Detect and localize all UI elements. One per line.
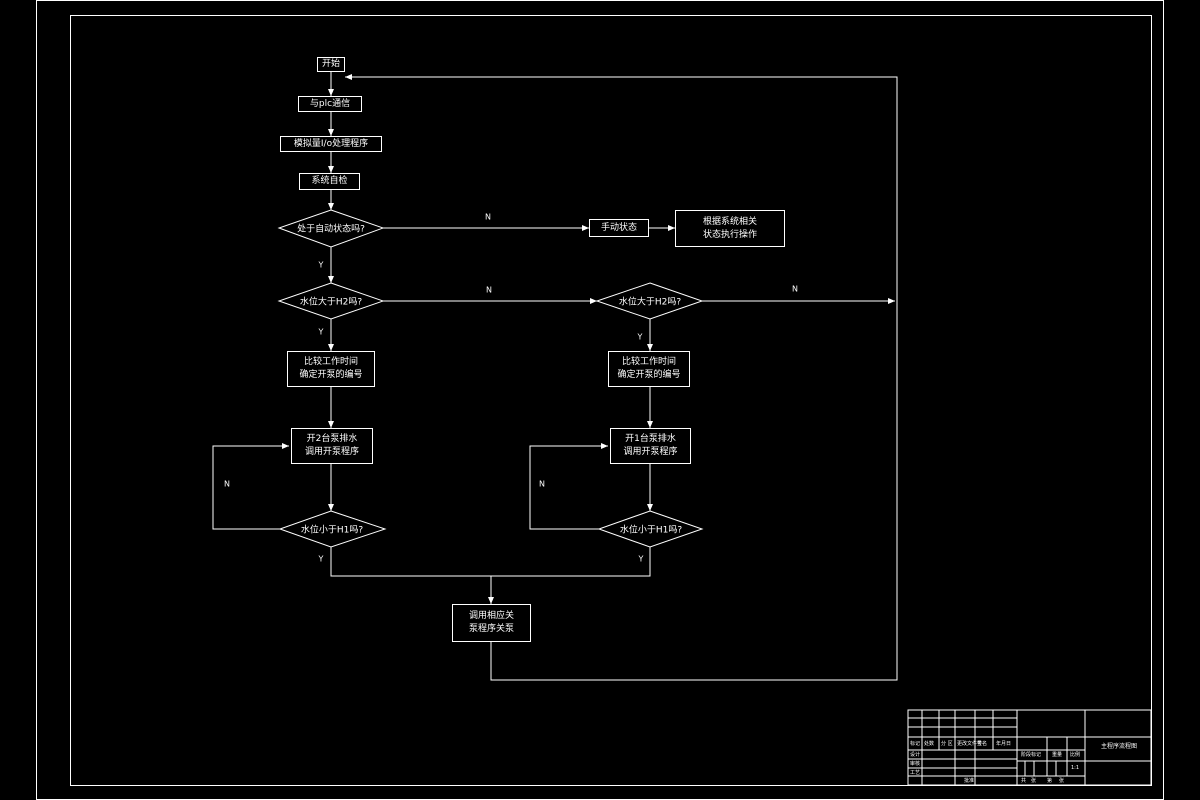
manual-op-line1: 根据系统相关 bbox=[702, 216, 757, 227]
compare-left-line1: 比较工作时间 bbox=[303, 357, 358, 367]
compare-right-line1: 比较工作时间 bbox=[621, 357, 676, 367]
title-block-weight: 重量 bbox=[1052, 752, 1063, 758]
h2-decision-right-label: 水位大于H2吗? bbox=[618, 297, 682, 308]
title-block-stage: 阶段标记 bbox=[1021, 752, 1042, 758]
start-label: 开始 bbox=[321, 59, 340, 69]
open-one-pump-box: 开1台泵排水 调用开泵程序 bbox=[610, 428, 691, 464]
loop-h1-right-n bbox=[529, 443, 608, 530]
title-block-row-design: 设计 bbox=[910, 752, 921, 758]
title-block-scale-label: 比例 bbox=[1070, 752, 1081, 758]
h1-decision-right bbox=[597, 510, 704, 548]
title-block-sheet-no: 第 bbox=[1047, 778, 1053, 784]
title-block-col-docno: 更改文件号 bbox=[957, 741, 983, 747]
h2-decision-left-label: 水位大于H2吗? bbox=[299, 297, 363, 308]
manual-state-label: 手动状态 bbox=[600, 222, 637, 233]
close-pump-line1: 调用相应关 bbox=[468, 611, 514, 621]
flag-h1-left-yes: Y bbox=[318, 554, 324, 564]
title-block-col-mark: 标记 bbox=[910, 741, 921, 747]
title-block-sheet-total: 共 bbox=[1021, 778, 1027, 784]
title-block-col-count: 处数 bbox=[924, 741, 935, 747]
h2-decision-left bbox=[277, 282, 385, 320]
title-block-grid bbox=[907, 709, 1152, 786]
title-block-row-review: 审核 bbox=[910, 761, 921, 767]
plc-comm-box: 与plc通信 bbox=[298, 96, 362, 112]
title-block-sheet-unit2: 张 bbox=[1059, 778, 1065, 784]
open-one-pump-line2: 调用开泵程序 bbox=[623, 447, 678, 457]
auto-decision bbox=[277, 209, 385, 248]
flag-h2-left-yes: Y bbox=[318, 327, 324, 337]
title-block-col-date: 年月日 bbox=[996, 741, 1012, 747]
self-check-label: 系统自检 bbox=[311, 176, 348, 186]
flag-h2-right-no: N bbox=[792, 284, 798, 294]
manual-op-line2: 状态执行操作 bbox=[702, 229, 757, 240]
flag-h2-right-yes: Y bbox=[637, 332, 643, 342]
title-block-sheet-unit1: 张 bbox=[1031, 778, 1037, 784]
compare-right-box: 比较工作时间 确定开泵的编号 bbox=[608, 351, 690, 387]
compare-left-line2: 确定开泵的编号 bbox=[299, 370, 363, 380]
loop-h1-left-n bbox=[212, 443, 289, 530]
h1-decision-right-label: 水位小于H1吗? bbox=[619, 525, 683, 536]
title-block-col-sign: 签名 bbox=[977, 741, 988, 747]
auto-decision-label: 处于自动状态吗? bbox=[297, 224, 365, 235]
flag-auto-no: N bbox=[485, 212, 491, 222]
self-check-box: 系统自检 bbox=[299, 173, 360, 190]
close-pump-box: 调用相应关 泵程序关泵 bbox=[452, 604, 531, 642]
plc-comm-label: 与plc通信 bbox=[309, 98, 351, 109]
analog-io-box: 模拟量I/o处理程序 bbox=[280, 136, 382, 152]
open-one-pump-line1: 开1台泵排水 bbox=[625, 434, 676, 444]
h1-decision-left-label: 水位小于H1吗? bbox=[300, 525, 364, 536]
flag-h2-left-no: N bbox=[486, 285, 492, 295]
open-two-pumps-box: 开2台泵排水 调用开泵程序 bbox=[291, 428, 373, 464]
analog-io-label: 模拟量I/o处理程序 bbox=[293, 138, 369, 149]
title-block-scale-value: 1:1 bbox=[1071, 765, 1080, 771]
title-block-drawing-title: 主程序流程图 bbox=[1101, 743, 1138, 750]
manual-op-box: 根据系统相关 状态执行操作 bbox=[675, 210, 785, 247]
start-box: 开始 bbox=[317, 57, 345, 72]
flag-h1-left-no: N bbox=[224, 479, 230, 489]
compare-left-box: 比较工作时间 确定开泵的编号 bbox=[287, 351, 375, 387]
h1-decision-left bbox=[278, 510, 387, 548]
title-block-row-process: 工艺 bbox=[910, 770, 921, 776]
flag-h1-right-no: N bbox=[539, 479, 545, 489]
inner-border bbox=[70, 15, 1152, 786]
compare-right-line2: 确定开泵的编号 bbox=[617, 370, 681, 380]
manual-state-box: 手动状态 bbox=[589, 219, 649, 237]
close-pump-line2: 泵程序关泵 bbox=[468, 624, 514, 634]
open-two-pumps-line2: 调用开泵程序 bbox=[304, 447, 359, 457]
h2-decision-right bbox=[595, 282, 704, 320]
title-block-approve: 批准 bbox=[964, 778, 975, 784]
loop-return bbox=[345, 74, 898, 681]
title-block-col-zone: 分 区 bbox=[941, 741, 953, 747]
line-h1-left-down bbox=[330, 547, 651, 577]
flag-auto-yes: Y bbox=[318, 260, 324, 270]
flag-h1-right-yes: Y bbox=[638, 554, 644, 564]
open-two-pumps-line1: 开2台泵排水 bbox=[306, 434, 358, 444]
